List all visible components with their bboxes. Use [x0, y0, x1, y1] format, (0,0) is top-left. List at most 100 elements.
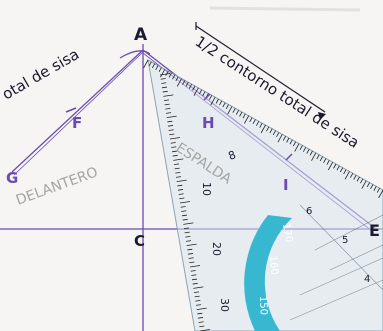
ruler-tick: [235, 109, 239, 115]
ruler-tick: [180, 206, 186, 208]
ruler-tick: [189, 265, 201, 268]
ruler-tick: [171, 150, 178, 153]
ruler-tick: [185, 82, 189, 87]
ruler-tick: [339, 167, 344, 173]
ruler-tick: [232, 108, 236, 113]
ruler-tick: [327, 161, 333, 171]
ruler-tick: [171, 146, 177, 148]
ruler-tick: [175, 76, 179, 82]
ruler-tick: [373, 186, 377, 191]
ruler-tick: [198, 321, 204, 323]
point-a-label: A: [134, 25, 148, 45]
ruler-tick: [181, 210, 187, 212]
ruler-tick: [195, 304, 202, 306]
ruler-tick: [256, 121, 260, 126]
point-c-label: C: [134, 232, 145, 250]
point-h-label: H: [202, 114, 215, 132]
ruler-tick: [272, 130, 276, 136]
ruler-tick: [353, 174, 357, 180]
ruler-tick: [194, 295, 200, 298]
front-armhole-line-2: [13, 51, 144, 176]
ruler-tick: [294, 143, 300, 152]
ruler-tick: [276, 132, 280, 137]
ruler-tick: [219, 100, 223, 106]
edge-number: 5: [342, 235, 348, 246]
ruler-tick: [286, 137, 290, 143]
ruler-tick: [191, 274, 197, 276]
ruler-tick: [175, 171, 181, 174]
ruler-tick: [306, 148, 310, 154]
ruler-number: 10: [200, 182, 213, 196]
ruler-tick: [193, 286, 204, 289]
ruler-tick: [165, 70, 169, 76]
ruler-tick: [175, 176, 182, 178]
ruler-tick: [316, 154, 320, 160]
ruler-edge-numbers: 6 5 4: [306, 206, 370, 285]
ruler-tick: [192, 85, 196, 91]
ruler-tick: [172, 74, 176, 80]
point-labels: F H G I: [6, 114, 289, 194]
ruler-tick: [182, 218, 188, 221]
clear-ruler: [143, 59, 383, 331]
ruler-tick: [289, 139, 293, 145]
ruler-tick: [186, 243, 197, 247]
ruler-tick: [169, 133, 175, 136]
ruler-tick: [163, 94, 174, 97]
ruler-tick: [168, 129, 174, 131]
front-armhole-line: [11, 49, 144, 173]
ruler-tick: [172, 154, 178, 157]
point-i-label: I: [283, 176, 289, 194]
ruler-tick: [165, 107, 171, 110]
ruler-tick: [163, 99, 170, 101]
ruler-tick: [189, 261, 195, 264]
ruler-tick: [260, 124, 266, 134]
ruler-tick: [177, 189, 184, 191]
ruler-tick: [282, 135, 286, 141]
faint-background-marks: [209, 6, 361, 12]
ruler-tick: [269, 128, 273, 134]
ruler-scale-numbers: 8 10 20 30: [200, 148, 238, 312]
ruler-tick: [259, 122, 263, 128]
arc-number: 160: [267, 255, 280, 275]
ruler-tick: [222, 102, 226, 108]
ruler-tick: [198, 89, 203, 95]
ruler-tick: [333, 163, 337, 169]
ruler-tick: [185, 235, 191, 238]
ruler-tick: [299, 145, 303, 150]
ruler-inner-ticks: [159, 73, 211, 331]
ruler-tick: [185, 240, 192, 242]
ruler-tick: [266, 126, 270, 132]
ruler-tick: [181, 214, 188, 217]
ruler-grid: [289, 204, 383, 321]
ruler-tick: [303, 147, 307, 152]
ruler-tick: [187, 253, 194, 255]
ruler-number: 8: [227, 148, 238, 163]
edge-number: 6: [306, 206, 312, 217]
ruler-tick: [166, 115, 177, 119]
ruler-tick: [215, 98, 219, 104]
ruler-tick: [167, 120, 173, 123]
ruler-tick: [143, 59, 149, 69]
ruler-tick: [239, 111, 243, 117]
ruler-tick: [187, 248, 193, 251]
arc-number: 170: [280, 223, 294, 244]
ruler-tick: [161, 86, 168, 89]
ruler-tick: [199, 325, 205, 328]
point-g-label: G: [6, 169, 18, 187]
ruler-tick: [188, 83, 192, 89]
ruler-tick: [190, 270, 196, 272]
ruler-tick: [162, 90, 168, 93]
protractor-arc-numbers: 170 160 150: [257, 223, 294, 316]
ruler-tick: [151, 63, 156, 69]
ruler-edge-ticks: [143, 59, 383, 199]
bracket-line: [195, 25, 326, 113]
ruler-tick: [376, 187, 380, 193]
ruler-tick: [193, 291, 200, 293]
ruler-tick: [178, 193, 184, 195]
ruler-tick: [173, 163, 180, 165]
ruler-tick: [202, 91, 206, 97]
ruler-tick: [160, 69, 166, 78]
edge-number: 4: [364, 274, 370, 285]
ruler-tick: [182, 80, 186, 85]
